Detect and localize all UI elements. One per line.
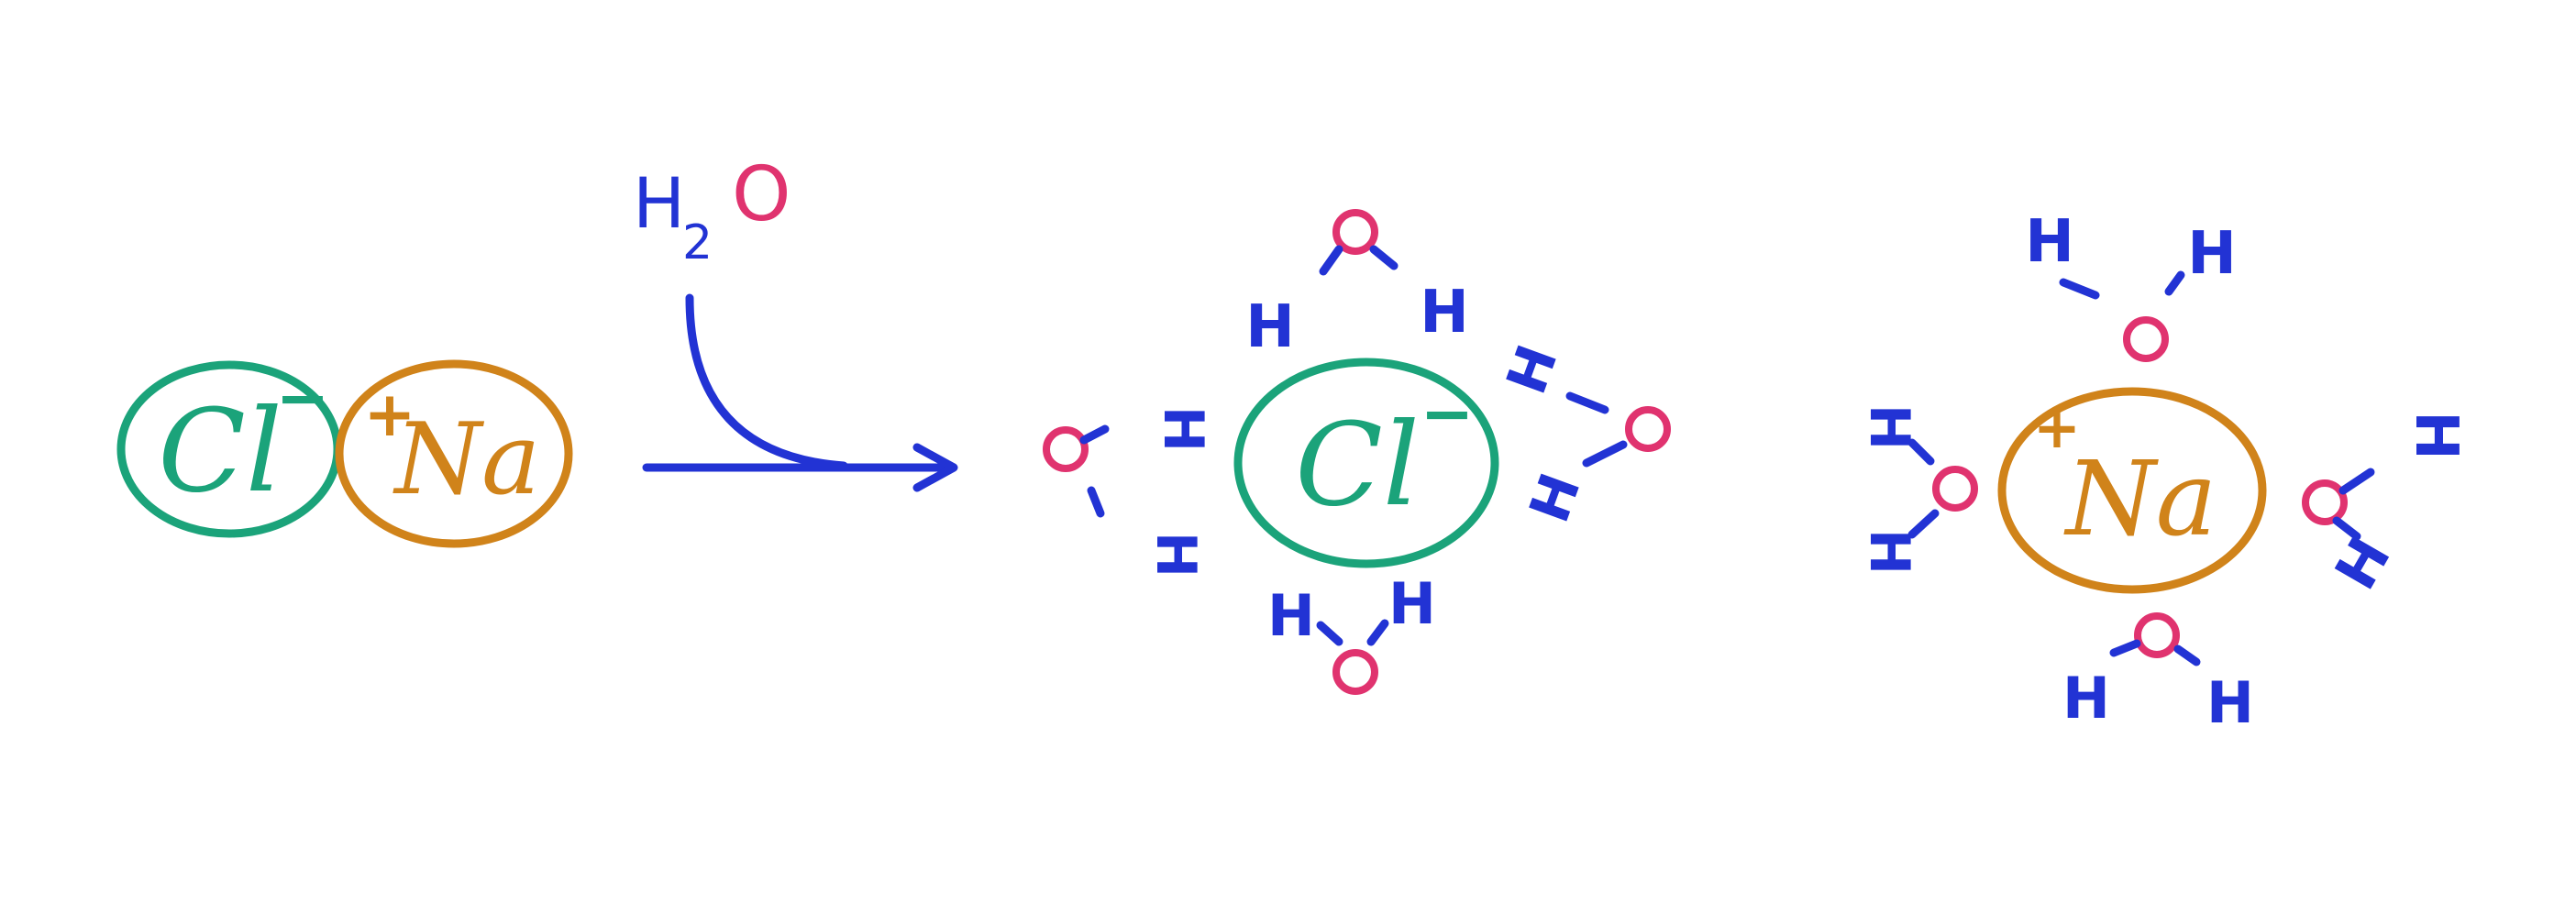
oh-bond — [1319, 245, 1343, 276]
reagent-water-o: O — [732, 151, 791, 238]
hydrated-chloride-ring — [1233, 358, 1499, 568]
chloride-ion-charge: − — [276, 360, 330, 435]
reagent-water-h: H — [633, 162, 685, 244]
hydrated-sodium-charge: + — [2033, 394, 2081, 461]
oxygen-atom — [1332, 649, 1378, 695]
oh-bond — [1369, 245, 1399, 270]
oxygen-atom — [1625, 406, 1671, 452]
hydrated-sodium-ring — [1997, 387, 2267, 594]
hydrogen-atom: H — [2062, 665, 2110, 732]
reaction-arrow-head — [912, 443, 958, 492]
oh-bond — [2332, 516, 2361, 541]
oh-bond — [1582, 440, 1628, 468]
hydrogen-atom: H — [1518, 466, 1594, 531]
oxygen-atom — [2302, 479, 2348, 525]
sodium-ion-ring — [335, 359, 573, 548]
water-molecule-na-right: H H — [2302, 411, 2470, 600]
hydrogen-atom: H — [2322, 526, 2404, 600]
reagent-water-subscript: 2 — [682, 215, 713, 270]
water-molecule-cl-bottom: H H — [1267, 570, 1436, 695]
oh-bond — [2173, 644, 2201, 666]
oxygen-atom — [2134, 612, 2180, 658]
hydrated-chloride-charge: − — [1421, 376, 1475, 451]
hydrogen-atom: H — [2025, 208, 2074, 276]
oxygen-atom — [2123, 316, 2169, 362]
oh-bond — [1079, 424, 1110, 445]
oh-bond — [1907, 509, 1940, 539]
hydrogen-atom: H — [1857, 529, 1921, 575]
hydrogen-atom: H — [2187, 220, 2237, 288]
hydrogen-atom: H — [1388, 570, 1436, 637]
oh-bond — [2164, 270, 2185, 296]
hydrogen-atom: H — [1267, 582, 1315, 649]
hydrogen-atom: H — [1144, 532, 1208, 578]
reaction-arrow-curve — [685, 293, 848, 470]
hydrogen-atom: H — [2402, 411, 2470, 460]
hydrogen-atom: H — [1420, 279, 1469, 347]
water-molecule-cl-left: H H — [1043, 406, 1215, 578]
oh-bond — [1907, 438, 1935, 466]
hydrogen-atom: H — [2206, 669, 2254, 736]
oh-bond — [2059, 278, 2100, 300]
oxygen-atom — [1043, 426, 1089, 472]
hydrated-chloride-label: Cl — [1295, 399, 1420, 532]
hydrated-sodium: + Na H H H H H H — [1857, 208, 2470, 736]
water-molecule-na-top: H H — [2025, 208, 2237, 362]
hydrogen-atom: H — [1857, 404, 1921, 450]
oxygen-atom — [1332, 209, 1378, 255]
hydrated-chloride: Cl − H H H H H H — [1043, 209, 1671, 695]
sodium-ion-label: Na — [392, 402, 541, 517]
oxygen-atom — [1932, 466, 1978, 512]
oh-bond — [1565, 391, 1609, 414]
hydrogen-atom: H — [1495, 337, 1571, 402]
oh-bond — [2109, 639, 2141, 657]
hydrogen-atom: H — [1245, 293, 1295, 361]
water-molecule-cl-top: H H — [1245, 209, 1469, 361]
nacl-ion-pair: Cl − + Na — [116, 359, 573, 548]
oh-bond — [2338, 468, 2375, 495]
chloride-ion-label: Cl — [158, 385, 282, 518]
hydrated-sodium-label: Na — [2063, 440, 2217, 559]
oh-bond — [1366, 619, 1389, 646]
water-molecule-na-bottom: H H — [2062, 612, 2254, 736]
sodium-ion-charge: + — [364, 379, 416, 451]
reaction-arrow-group: H 2 O — [633, 151, 958, 492]
oh-bond — [1087, 486, 1105, 518]
hydrogen-atom: H — [1151, 406, 1215, 452]
oh-bond — [1316, 621, 1343, 646]
water-molecule-na-left: H H — [1857, 404, 1978, 575]
water-molecule-cl-right: H H — [1495, 337, 1671, 531]
